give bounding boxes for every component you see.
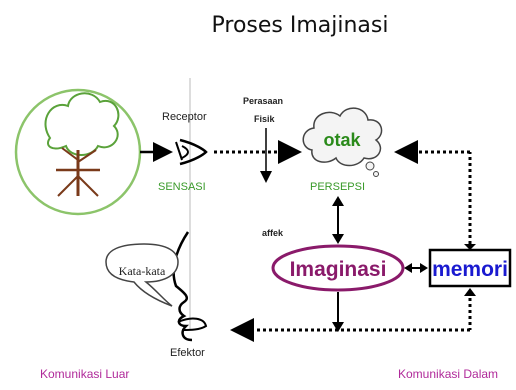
speech-bubble bbox=[105, 243, 179, 307]
efektor-label: Efektor bbox=[170, 347, 205, 359]
imaginasi-label: Imaginasi bbox=[290, 258, 387, 281]
receptor-label: Receptor bbox=[162, 111, 207, 123]
komunikasi-luar-label: Komunikasi Luar bbox=[40, 367, 129, 381]
komunikasi-dalam-label: Komunikasi Dalam bbox=[398, 367, 498, 381]
memori-label: memori bbox=[432, 258, 508, 281]
face-profile-icon bbox=[172, 231, 208, 342]
persepsi-label: PERSEPSI bbox=[310, 181, 365, 193]
diagram-title: Proses Imajinasi bbox=[212, 13, 389, 38]
fisik-label: Fisik bbox=[254, 114, 276, 124]
imaginasi-node bbox=[271, 244, 405, 292]
affek-label: affek bbox=[262, 228, 284, 238]
brain-cloud-icon bbox=[302, 107, 383, 177]
sensasi-label: SENSASI bbox=[158, 181, 206, 193]
kata-kata-label: Kata-kata bbox=[119, 264, 166, 278]
tree-illustration bbox=[14, 88, 142, 216]
perasaan-label: Perasaan bbox=[243, 96, 283, 106]
eye-icon bbox=[175, 138, 208, 166]
otak-label: otak bbox=[323, 130, 361, 150]
